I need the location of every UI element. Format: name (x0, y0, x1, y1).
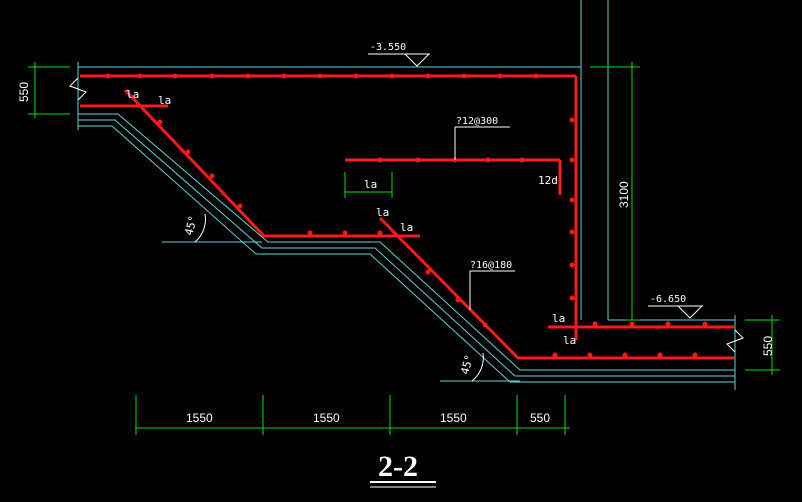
la-label-3: la (364, 178, 377, 191)
section-title: 2-2 (378, 450, 418, 483)
break-mark-right (726, 329, 744, 353)
rebar-dots (105, 73, 708, 358)
dim-bottom-1: 1550 (186, 411, 213, 425)
la-label-5: la (400, 221, 413, 234)
dim-bottom-4: 550 (530, 411, 550, 425)
dim-bottom-3: 1550 (440, 411, 467, 425)
elevation-marker-bottom (648, 305, 704, 319)
dimensions (28, 62, 780, 435)
dim-right-thickness: 550 (761, 336, 775, 356)
concrete-outline (77, 0, 736, 390)
elevation-bottom-label: -6.650 (650, 294, 686, 305)
rebar-label-upper: ?12@300 (456, 116, 498, 127)
dim-wall-height: 3100 (617, 181, 631, 208)
angle-label-upper: 45° (182, 214, 200, 237)
angle-arc-lower (471, 352, 484, 382)
la-label-1: la (126, 88, 139, 101)
la-label-6: la (552, 312, 565, 325)
elevation-marker-top (368, 53, 431, 67)
la-label-4: la (376, 206, 389, 219)
hook-length-label: 12d (538, 174, 558, 187)
rebar-label-slope: ?16@180 (470, 260, 512, 271)
angle-arc-upper (194, 213, 206, 243)
la-label-7: la (563, 334, 576, 347)
leaders (454, 126, 515, 310)
la-label-2: la (158, 94, 171, 107)
break-mark-left (69, 77, 87, 101)
rebar (80, 74, 734, 360)
angle-label-lower: 45° (458, 353, 476, 376)
dim-bottom-2: 1550 (313, 411, 340, 425)
elevation-top-label: -3.550 (370, 42, 406, 53)
dim-left-thickness: 550 (17, 82, 31, 102)
